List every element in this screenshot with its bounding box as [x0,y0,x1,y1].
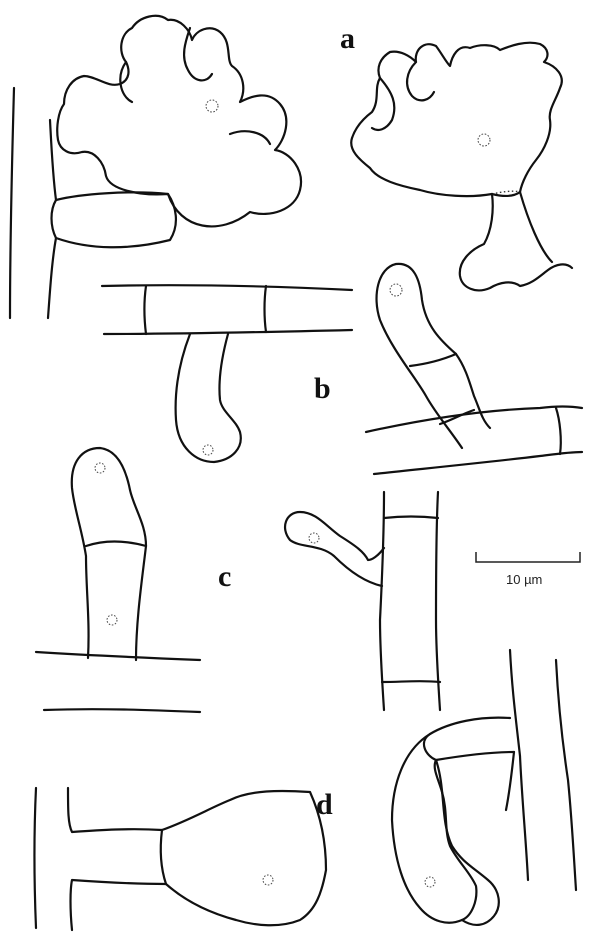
panel-a-nucleus-right [478,134,490,146]
panel-a-hypha-wall-bottom [48,238,56,318]
panel-c-septum [86,542,146,547]
panel-a-right-lower-wall [520,192,552,262]
panel-c-upright-cell [72,448,146,660]
panel-c-right-septum-bottom [382,681,440,682]
scale-bar: 10 µm [476,552,580,587]
panel-c-hypha-top [36,652,200,660]
scale-bar-line [476,552,580,562]
panel-b-septum-2 [265,286,267,332]
panel-d-outer-wall-left [35,788,37,928]
panel-d-septum [161,830,166,884]
panel-c-nucleus-bottom [107,615,117,625]
panel-a-outer-wall-line [10,88,14,318]
panel-a-fold-line-1 [184,28,212,80]
panel-b-hanging-cell [176,334,241,462]
panel-a-right-fold-2 [407,62,434,100]
panel-a-connecting-cell [52,192,176,247]
panel-b-septum-1 [145,286,147,334]
panel-b-branch-cell [377,264,490,448]
panel-a-hypha-wall-top [50,120,56,200]
panel-a-drawing [10,16,572,318]
panel-d-hypha-lower [71,880,167,930]
panel-d-curved-septum [506,752,514,810]
panel-b-right-septum [556,408,561,454]
panel-d-right-hypha-right [556,660,576,890]
panel-label-a: a [340,22,355,55]
panel-c-right-hypha-right [436,492,440,710]
panel-b-nucleus-right [390,284,402,296]
panel-b-right-hypha-bottom [374,452,582,474]
panel-c-branch [285,512,384,586]
panel-a-fold-line-2 [230,131,270,144]
panel-label-c: c [218,560,231,593]
panel-a-lobed-cell-right [351,43,562,196]
panel-d-curved-cell-inner [436,760,499,925]
panel-c-nucleus-right [309,533,319,543]
panel-label-d: d [316,788,333,821]
panel-b-drawing [102,264,582,474]
panel-b-hypha-top [102,285,352,290]
panel-d-nucleus-left [263,875,273,885]
panel-b-nucleus-left [203,445,213,455]
panel-c-drawing [36,448,440,712]
panel-d-curved-cell-body [392,734,476,923]
panel-a-nucleus-left [206,100,218,112]
panel-d-drawing [35,650,577,930]
panel-a-right-lower-extension [460,194,572,290]
panel-c-hypha-bottom [44,709,200,712]
panel-c-nucleus-top [95,463,105,473]
panel-d-curved-cell-top [424,718,514,760]
panel-d-hypha-upper [68,788,162,832]
panel-b-branch-septum-1 [410,354,456,366]
panel-c-right-septum-top [384,517,438,519]
panel-c-right-hypha-left [380,492,384,710]
scale-bar-label: 10 µm [506,572,542,587]
panel-d-nucleus-right [425,877,435,887]
panel-d-swollen-cell [162,791,326,925]
panel-label-b: b [314,372,331,405]
